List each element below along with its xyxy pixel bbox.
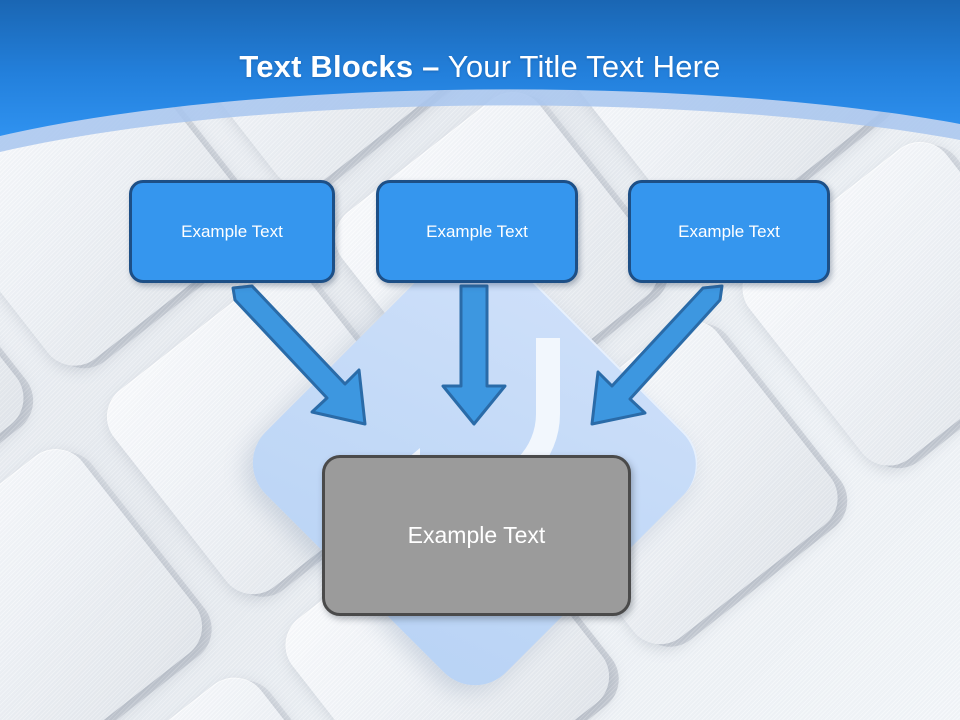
arrow-down-left — [590, 284, 724, 426]
arrow-down-right — [231, 284, 367, 426]
page-title-bold: Text Blocks – — [239, 49, 440, 84]
arrow-down — [441, 284, 507, 426]
text-block-2-label: Example Text — [426, 221, 528, 241]
text-block-1[interactable]: Example Text — [129, 180, 335, 283]
page-title: Text Blocks – Your Title Text Here — [0, 49, 960, 84]
result-block[interactable]: Example Text — [322, 455, 631, 616]
header-band — [0, 0, 960, 136]
slide-header: Text Blocks – Your Title Text Here — [0, 0, 960, 178]
result-block-label: Example Text — [407, 522, 546, 548]
text-block-3-label: Example Text — [678, 221, 780, 241]
text-block-3[interactable]: Example Text — [628, 180, 830, 283]
text-block-2[interactable]: Example Text — [376, 180, 578, 283]
text-block-1-label: Example Text — [181, 221, 283, 241]
page-title-regular: Your Title Text Here — [439, 49, 721, 84]
header-shape — [0, 0, 960, 152]
